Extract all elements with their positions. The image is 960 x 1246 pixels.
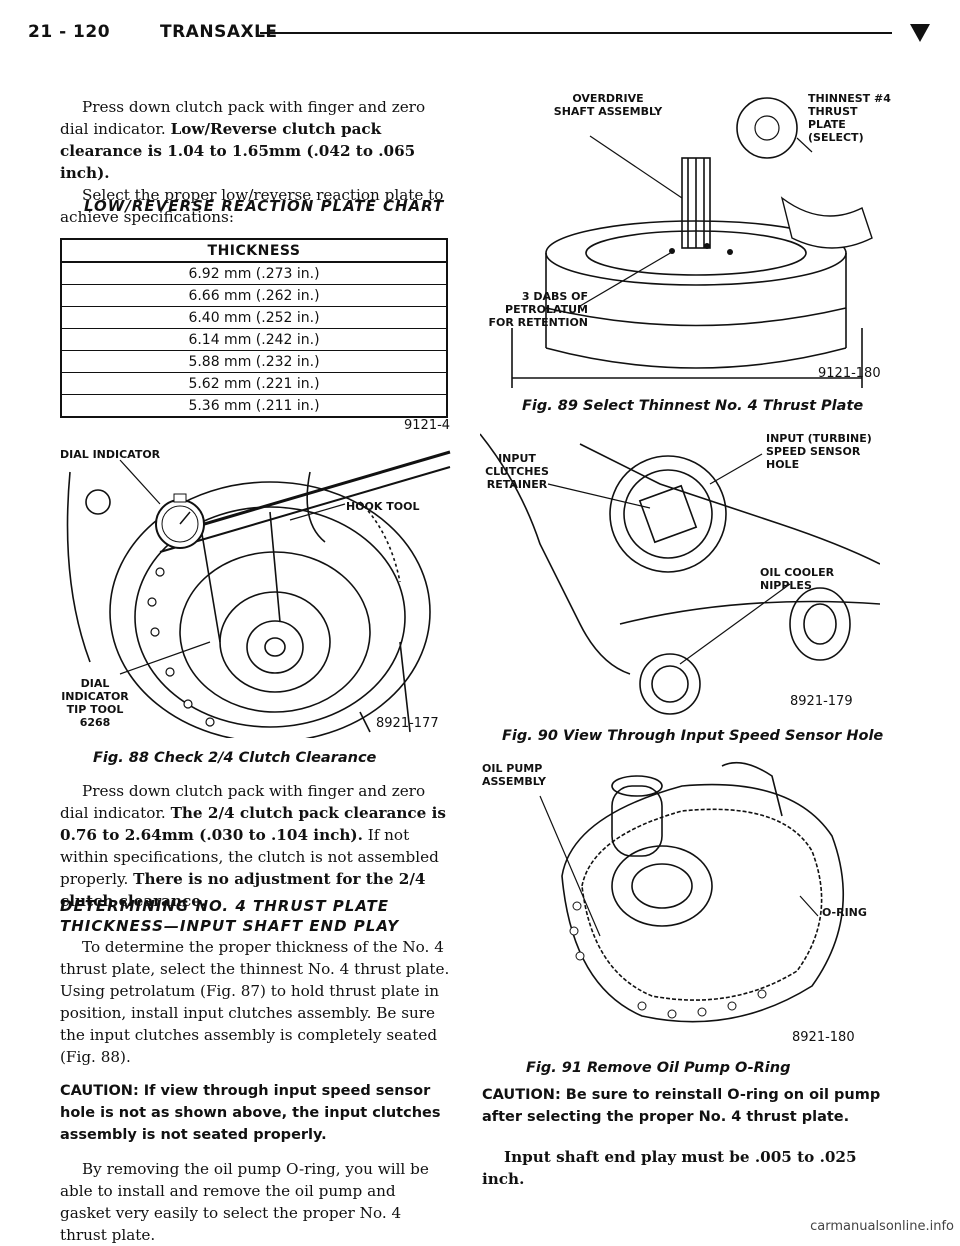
fig88-illustration — [66, 450, 451, 738]
caution-reinstall-oring: CAUTION: Be sure to reinstall O-ring on … — [482, 1087, 881, 1125]
triangle-icon — [910, 24, 930, 42]
fig88-caption: Fig. 88 Check 2/4 Clutch Clearance — [93, 750, 377, 766]
paragraph-oring: By removing the oil pump O-ring, you wil… — [60, 1160, 429, 1244]
table-row: 6.14 mm (.242 in.) — [60, 328, 448, 351]
fig89-caption: Fig. 89 Select Thinnest No. 4 Thrust Pla… — [522, 398, 864, 414]
table-id: 9121-4 — [404, 418, 451, 433]
page-number: 21 - 120 — [28, 22, 111, 42]
fig91-illustration — [539, 761, 845, 1023]
table-row: 5.62 mm (.221 in.) — [60, 372, 448, 395]
paragraph-24-clearance: Press down clutch pack with finger and z… — [60, 782, 446, 910]
table-header: THICKNESS — [60, 238, 448, 263]
table-row: 5.88 mm (.232 in.) — [60, 350, 448, 373]
left-clearance-text: Press down clutch pack with finger and z… — [60, 780, 450, 912]
paragraph-lowrev: Press down clutch pack with finger and z… — [60, 98, 426, 182]
header-rule — [260, 32, 892, 34]
table-row: 5.36 mm (.211 in.) — [60, 394, 448, 418]
left-intro: Press down clutch pack with finger and z… — [60, 96, 450, 228]
paragraph-thrust-plate: To determine the proper thickness of the… — [60, 938, 450, 1066]
label-oil-pump: OIL PUMP ASSEMBLY — [482, 762, 546, 788]
fig89-illustration — [511, 97, 873, 388]
fig90-illustration — [480, 433, 880, 715]
table-row: 6.92 mm (.273 in.) — [60, 261, 448, 285]
label-oil-cooler: OIL COOLER NIPPLES — [760, 566, 835, 592]
label-hook-tool: HOOK TOOL — [346, 500, 420, 513]
label-petrolatum: 3 DABS OF PETROLATUM FOR RETENTION — [488, 290, 588, 329]
endplay-spec: Input shaft end play must be .005 to .02… — [482, 1148, 857, 1188]
label-overdrive-shaft: OVERDRIVE SHAFT ASSEMBLY — [553, 92, 663, 118]
label-oring: O-RING — [822, 906, 867, 919]
caution-sensor-hole: CAUTION: If view through input speed sen… — [60, 1083, 441, 1143]
reaction-plate-table: THICKNESS 6.92 mm (.273 in.) 6.66 mm (.2… — [60, 238, 448, 418]
table-row: 6.40 mm (.252 in.) — [60, 306, 448, 329]
left-thrust-text: To determine the proper thickness of the… — [60, 936, 450, 1246]
page-header: 21 - 120 TRANSAXLE — [28, 18, 932, 48]
paragraph-select: Select the proper low/reverse reaction p… — [60, 186, 444, 226]
fig90-caption: Fig. 90 View Through Input Speed Sensor … — [502, 728, 884, 744]
fig88-id: 8921-177 — [376, 716, 439, 731]
footer-watermark: carmanualsonline.info — [810, 1219, 954, 1234]
label-clutches-retainer: INPUT CLUTCHES RETAINER — [485, 452, 549, 491]
section-title: TRANSAXLE — [160, 22, 278, 42]
fig90-id: 8921-179 — [790, 694, 853, 709]
section-subhead: DETERMINING NO. 4 THRUST PLATE THICKNESS… — [60, 897, 400, 935]
fig91-id: 8921-180 — [792, 1030, 855, 1045]
label-dial-indicator: DIAL INDICATOR — [60, 448, 161, 461]
label-thrust-plate: THINNEST #4 THRUST PLATE (SELECT) — [808, 92, 891, 144]
right-bottom-text: CAUTION: Be sure to reinstall O-ring on … — [482, 1084, 894, 1190]
table-row: 6.66 mm (.262 in.) — [60, 284, 448, 307]
fig91-caption: Fig. 91 Remove Oil Pump O-Ring — [526, 1060, 791, 1076]
chart-title: LOW/REVERSE REACTION PLATE CHART — [84, 197, 445, 215]
label-speed-sensor: INPUT (TURBINE) SPEED SENSOR HOLE — [766, 432, 872, 471]
label-tip-tool: DIAL INDICATOR TIP TOOL 6268 — [61, 677, 129, 729]
fig89-id: 9121-180 — [818, 366, 881, 381]
